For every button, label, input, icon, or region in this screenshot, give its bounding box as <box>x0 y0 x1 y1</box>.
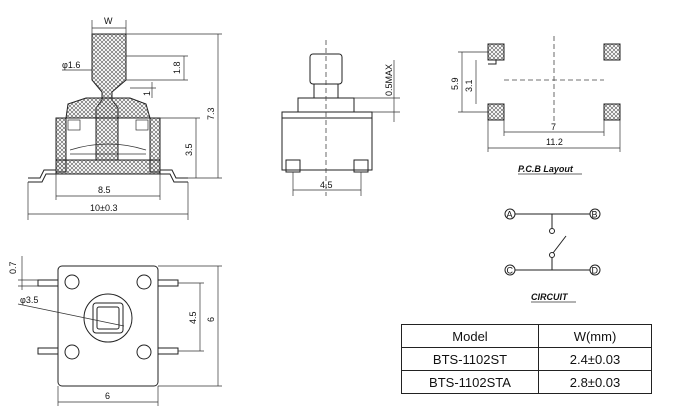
top-view: 0.7 φ3.5 4.5 6 6 <box>8 256 222 406</box>
dim-7: 7 <box>551 122 556 132</box>
node-a-label: A <box>507 210 513 220</box>
table-header-row: Model W(mm) <box>401 324 652 348</box>
table-cell-model: BTS-1102ST <box>401 347 539 371</box>
pcb-layout-title: P.C.B Layout <box>518 164 574 174</box>
front-view: 0.5MAX 4.5 <box>281 40 400 196</box>
dim-4-5-front: 4.5 <box>320 180 333 190</box>
dim-5-9: 5.9 <box>450 77 460 90</box>
table-cell-w: 2.8±0.03 <box>538 370 652 394</box>
table-cell-w: 2.4±0.03 <box>538 347 652 371</box>
dim-11-2: 11.2 <box>546 137 563 147</box>
dim-6-bottom: 6 <box>105 391 110 401</box>
dim-phi-3-5: φ3.5 <box>20 295 38 305</box>
node-b-label: B <box>592 210 598 220</box>
pcb-pad-br <box>603 103 621 121</box>
dim-phi-1-6: φ1.6 <box>62 60 80 70</box>
model-spec-table: Model W(mm) BTS-1102ST 2.4±0.03 BTS-1102… <box>401 324 652 394</box>
dim-3-5: 3.5 <box>184 143 194 156</box>
corner-post-br <box>136 344 152 360</box>
dim-4-5-top: 4.5 <box>188 311 198 324</box>
pcb-pad-bl <box>487 103 505 121</box>
button-cap <box>92 302 124 334</box>
corner-post-bl <box>64 344 80 360</box>
right-terminal <box>160 169 188 179</box>
collar <box>65 97 151 119</box>
switch-lever <box>552 235 567 254</box>
table-row: BTS-1102STA 2.8±0.03 <box>401 370 652 394</box>
table-header-model: Model <box>401 324 539 348</box>
pcb-pad-tl <box>487 43 505 61</box>
table-cell-model: BTS-1102STA <box>401 370 539 394</box>
circuit-title: CIRCUIT <box>531 292 569 302</box>
dim-7-3: 7.3 <box>206 107 216 120</box>
dim-3-1: 3.1 <box>464 79 474 92</box>
front-housing <box>281 111 373 171</box>
dim-1: 1 <box>142 91 152 96</box>
corner-post-tl <box>64 274 80 290</box>
button-ring <box>83 293 133 343</box>
housing-base <box>55 159 161 175</box>
dim-0-5-max: 0.5MAX <box>384 64 394 96</box>
dim-10: 10±0.3 <box>90 203 117 213</box>
dim-0-7: 0.7 <box>8 261 18 274</box>
corner-post-tr <box>136 274 152 290</box>
pcb-layout: 5.9 3.1 7 11.2 P.C.B Layout <box>450 36 621 175</box>
circuit-diagram: A B C D CIRCUIT <box>504 208 601 303</box>
node-c-label: C <box>507 266 514 276</box>
left-terminal <box>28 169 56 179</box>
plunger <box>91 33 127 161</box>
dim-6-right: 6 <box>206 317 216 322</box>
table-header-w: W(mm) <box>538 324 652 348</box>
side-view: W φ1.6 1.8 1 7.3 3.5 8.5 10±0.3 <box>27 16 222 220</box>
node-d-label: D <box>592 266 599 276</box>
top-body <box>57 265 159 387</box>
dim-8-5: 8.5 <box>98 185 111 195</box>
pcb-pad-tr <box>603 43 621 61</box>
dim-1-8: 1.8 <box>172 61 182 74</box>
dim-w: W <box>104 16 113 26</box>
table-row: BTS-1102ST 2.4±0.03 <box>401 347 652 371</box>
